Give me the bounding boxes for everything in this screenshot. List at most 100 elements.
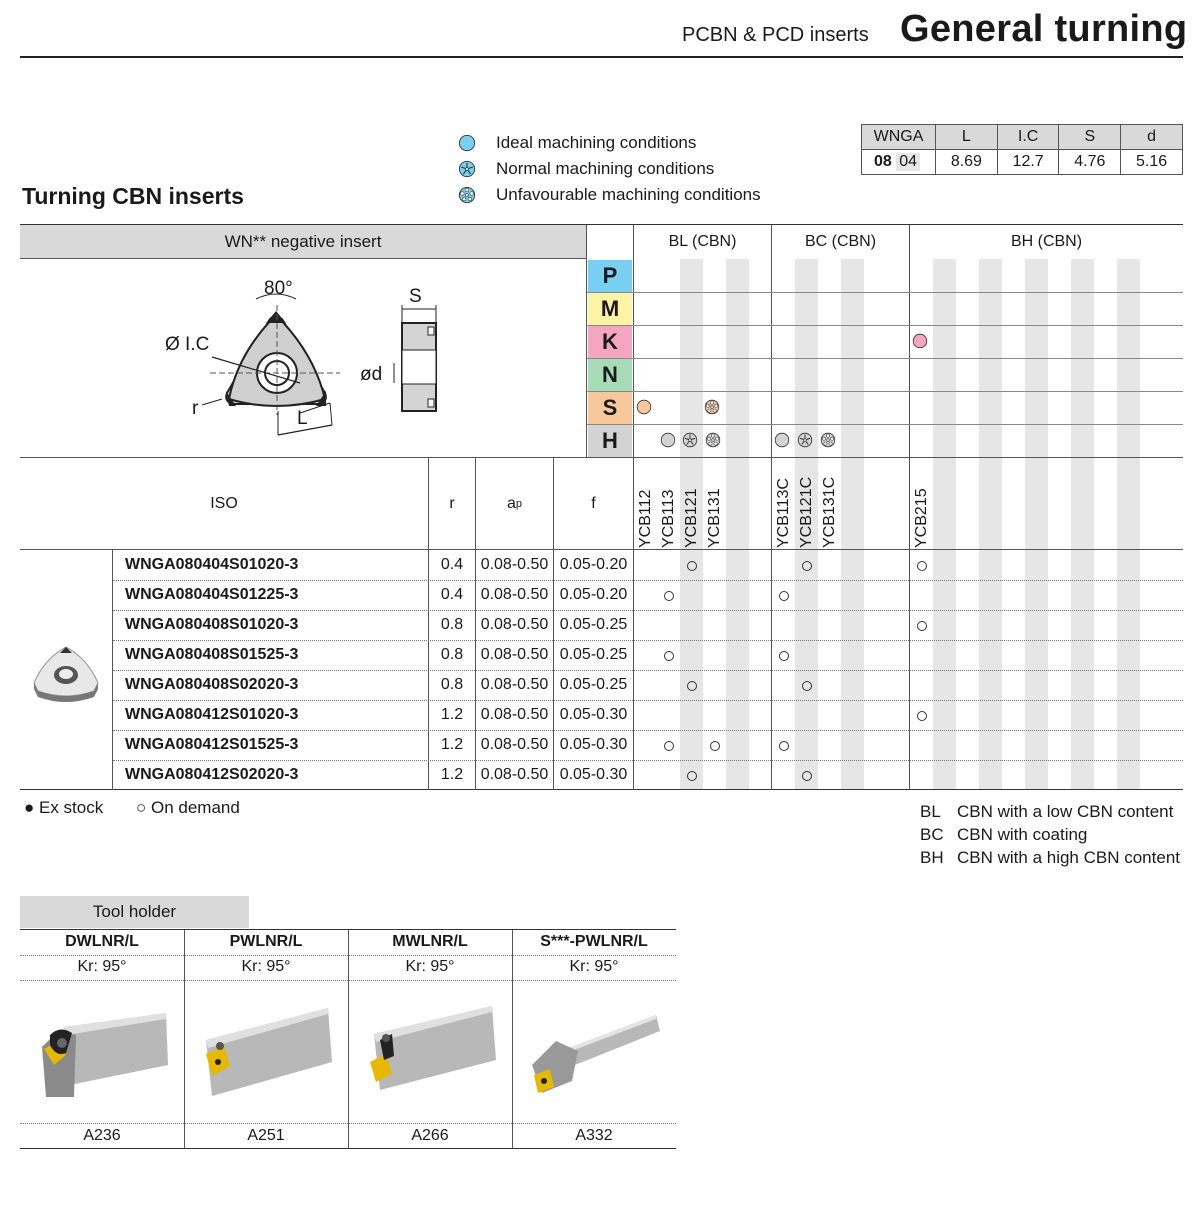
insert-header-rule bbox=[20, 258, 587, 259]
unfavourable-condition-icon bbox=[820, 432, 836, 448]
tool-image-pwlnr bbox=[206, 1008, 332, 1096]
dims-header-d: d bbox=[1120, 124, 1183, 150]
dims-thickness-code: 04 bbox=[896, 153, 921, 171]
tool-name: MWLNR/L bbox=[392, 933, 468, 950]
diagram-r: r bbox=[192, 398, 199, 419]
insert-photo bbox=[33, 646, 99, 702]
row-r: 0.8 bbox=[440, 646, 464, 663]
grade-stripe bbox=[726, 259, 749, 789]
columns-bottom-rule bbox=[20, 549, 1183, 550]
corner-right-insert bbox=[316, 391, 326, 406]
tool-page-link[interactable]: A236 bbox=[83, 1127, 121, 1144]
vline-iso-r bbox=[428, 458, 429, 790]
tool-name: PWLNR/L bbox=[229, 933, 303, 950]
side-view-hole bbox=[401, 349, 437, 385]
tool-bottom-rule bbox=[20, 1148, 676, 1149]
row-f: 0.05-0.20 bbox=[559, 556, 628, 573]
material-row-rule bbox=[587, 391, 1183, 392]
row-r: 1.2 bbox=[440, 706, 464, 723]
grade-header-ycb121c: YCB121C bbox=[798, 476, 815, 548]
tool-image-s-pwlnr bbox=[532, 1015, 660, 1093]
row-f: 0.05-0.30 bbox=[559, 706, 628, 723]
row-r: 0.8 bbox=[440, 616, 464, 633]
group-bc: BC (CBN) bbox=[804, 232, 877, 250]
l-right-tick bbox=[329, 402, 333, 426]
tool-top-rule bbox=[20, 929, 676, 930]
row-r: 1.2 bbox=[440, 766, 464, 783]
row-ap: 0.08-0.50 bbox=[480, 736, 549, 753]
material-row-rule bbox=[587, 358, 1183, 359]
row-divider bbox=[113, 640, 1183, 641]
grade-header-ycb113c: YCB113C bbox=[775, 478, 792, 548]
tool-vline-1 bbox=[184, 930, 185, 1148]
grade-legend-bl: BL CBN with a low CBN content bbox=[920, 800, 1180, 823]
dims-value-l: 8.69 bbox=[935, 149, 998, 175]
header-rule bbox=[20, 56, 1183, 58]
vline-image-iso bbox=[112, 550, 113, 790]
condition-legend: Ideal machining conditions Normal machin… bbox=[458, 130, 761, 208]
tool-holder-tab: Tool holder bbox=[20, 896, 249, 928]
row-ap: 0.08-0.50 bbox=[480, 676, 549, 693]
row-code: WNGA080408S01020-3 bbox=[125, 616, 299, 633]
normal-condition-icon bbox=[797, 432, 813, 448]
page-title: General turning bbox=[900, 8, 1188, 50]
side-view-chip-bottom bbox=[427, 398, 435, 408]
dims-header-s: S bbox=[1058, 124, 1122, 150]
group-bl: BL (CBN) bbox=[668, 232, 737, 250]
on-demand-marker bbox=[779, 591, 789, 601]
tool-kr: Kr: 95° bbox=[405, 958, 455, 975]
r-leader bbox=[201, 398, 223, 406]
col-header-ap-sub: p bbox=[515, 497, 523, 510]
material-p: P bbox=[588, 260, 632, 292]
on-demand-marker bbox=[779, 651, 789, 661]
row-r: 0.4 bbox=[440, 586, 464, 603]
col-header-iso: ISO bbox=[210, 494, 238, 512]
on-demand-marker bbox=[917, 621, 927, 631]
tool-page-link[interactable]: A332 bbox=[575, 1127, 613, 1144]
row-r: 0.8 bbox=[440, 676, 464, 693]
l-extension bbox=[299, 402, 331, 414]
tool-image-dwlnr bbox=[42, 1013, 168, 1097]
grade-stripe bbox=[1025, 259, 1048, 789]
row-code: WNGA080408S02020-3 bbox=[125, 676, 299, 693]
table-bottom-rule bbox=[20, 789, 1183, 790]
on-demand-marker bbox=[802, 561, 812, 571]
material-m: M bbox=[588, 293, 632, 325]
group-bh: BH (CBN) bbox=[1010, 232, 1083, 250]
grade-legend-bh-text: CBN with a high CBN content bbox=[957, 848, 1180, 867]
legend-ideal: Ideal machining conditions bbox=[458, 130, 761, 156]
corner-left-insert bbox=[226, 391, 236, 406]
grade-legend-bl-code: BL bbox=[920, 802, 941, 821]
row-ap: 0.08-0.50 bbox=[480, 556, 549, 573]
on-demand-marker bbox=[687, 681, 697, 691]
legend-ideal-label: Ideal machining conditions bbox=[496, 133, 697, 152]
vline-diagram-right bbox=[586, 225, 587, 458]
diagram-angle: 80° bbox=[264, 278, 293, 299]
col-header-r: r bbox=[449, 494, 455, 512]
ideal-condition-icon bbox=[774, 432, 790, 448]
page-subtitle: PCBN & PCD inserts bbox=[682, 24, 869, 46]
row-divider bbox=[113, 700, 1183, 701]
row-ap: 0.08-0.50 bbox=[480, 616, 549, 633]
on-demand-marker bbox=[917, 561, 927, 571]
grade-legend-bc-code: BC bbox=[920, 825, 944, 844]
on-demand-marker bbox=[802, 771, 812, 781]
on-demand-marker bbox=[802, 681, 812, 691]
on-demand-marker bbox=[664, 591, 674, 601]
row-divider bbox=[113, 670, 1183, 671]
row-code: WNGA080404S01225-3 bbox=[125, 586, 299, 603]
on-demand-marker bbox=[687, 771, 697, 781]
table-top-rule bbox=[20, 224, 1183, 225]
tool-page-link[interactable]: A251 bbox=[247, 1127, 285, 1144]
unfavourable-condition-icon bbox=[705, 432, 721, 448]
row-ap: 0.08-0.50 bbox=[480, 766, 549, 783]
tool-kr: Kr: 95° bbox=[241, 958, 291, 975]
row-divider bbox=[113, 610, 1183, 611]
ideal-condition-icon bbox=[912, 333, 928, 349]
tool-page-link[interactable]: A266 bbox=[411, 1127, 449, 1144]
dims-size-code: 08 bbox=[874, 153, 892, 170]
grade-legend-bl-text: CBN with a low CBN content bbox=[957, 802, 1174, 821]
row-ap: 0.08-0.50 bbox=[480, 706, 549, 723]
vline-bl-bc bbox=[771, 225, 772, 790]
